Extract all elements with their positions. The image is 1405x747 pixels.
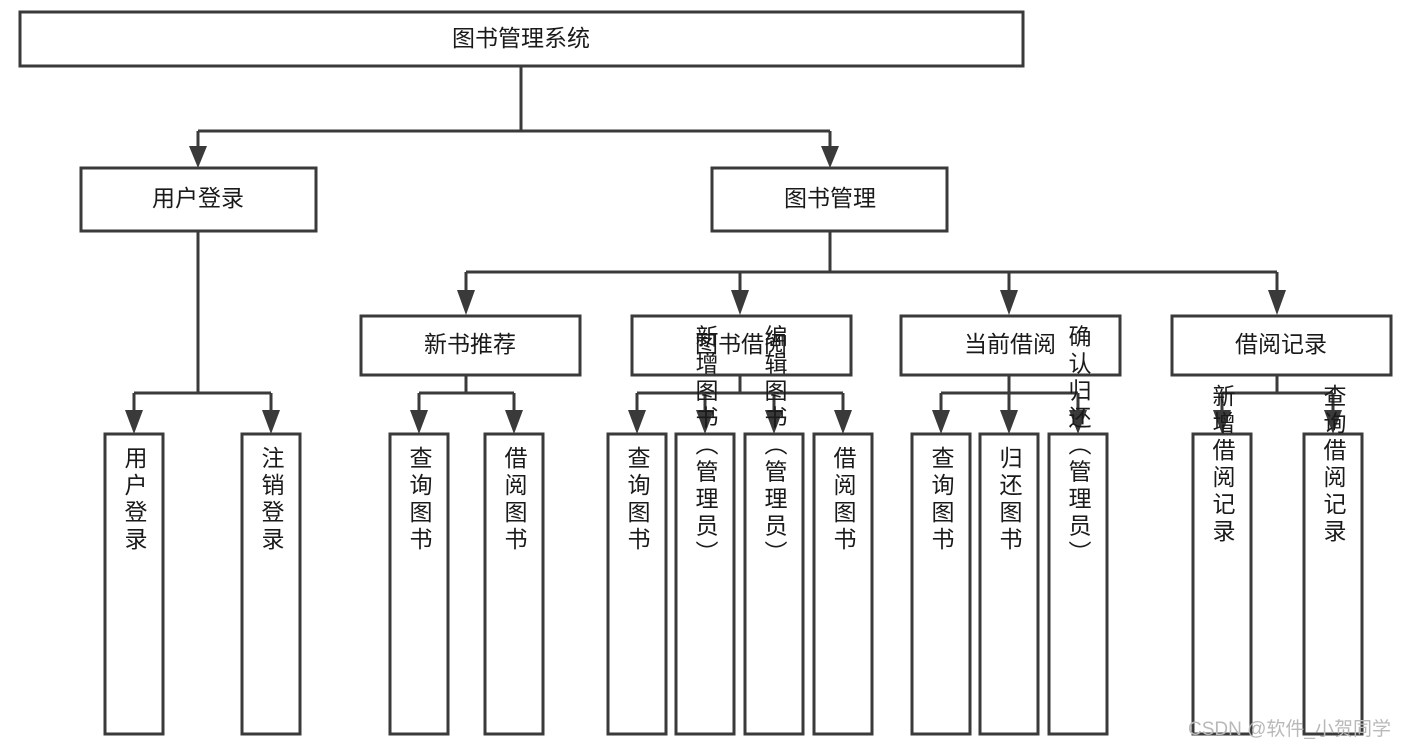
- node-new-book-recommend-label: 新书推荐: [424, 331, 516, 357]
- node-leaf-query-book-3[interactable]: 查询图书: [910, 432, 972, 736]
- arrowhead-bookmanage-to-bookborrow: [731, 290, 749, 315]
- node-leaf-confirm-return-label: 确认归还（管理员）: [1065, 325, 1092, 568]
- node-leaf-edit-book[interactable]: 编辑图书（管理员）: [743, 325, 805, 736]
- arrowhead-bookborrow-to-leaf1: [628, 410, 646, 434]
- node-root[interactable]: 图书管理系统: [18, 10, 1025, 68]
- node-leaf-edit-book-label: 编辑图书（管理员）: [761, 325, 788, 568]
- arrowhead-bookmanage-to-newbook: [457, 290, 475, 315]
- node-book-manage-box[interactable]: [710, 166, 949, 233]
- node-current-borrow[interactable]: 当前借阅: [899, 314, 1122, 377]
- node-new-book-recommend-box[interactable]: [359, 314, 582, 377]
- node-book-borrow[interactable]: 图书借阅: [630, 314, 853, 377]
- node-leaf-return-book[interactable]: 归还图书: [978, 432, 1040, 736]
- arrowhead-currentborrow-to-leaf1: [932, 410, 950, 434]
- node-leaf-query-record-box[interactable]: [1302, 432, 1364, 736]
- node-leaf-logout[interactable]: 注销登录: [240, 432, 302, 736]
- arrowhead-newbook-to-leaf2: [505, 410, 523, 434]
- arrowhead-userlogin-to-leaf2: [262, 410, 280, 434]
- node-leaf-query-book-2-label: 查询图书: [624, 446, 651, 554]
- arrowhead-bookborrow-to-leaf2: [696, 410, 714, 434]
- arrowhead-bookborrow-to-leaf4: [834, 410, 852, 434]
- connector-group-userlogin-to-leaves: [125, 231, 280, 434]
- node-leaf-logout-label: 注销登录: [258, 446, 285, 554]
- arrowhead-currentborrow-to-leaf2: [1000, 410, 1018, 434]
- node-leaf-edit-book-box[interactable]: [743, 432, 805, 736]
- node-new-book-recommend[interactable]: 新书推荐: [359, 314, 582, 377]
- node-leaf-query-book-1-box[interactable]: [388, 432, 450, 736]
- node-leaf-query-record-label: 查询借阅记录: [1320, 384, 1347, 546]
- arrowhead-bookborrow-to-leaf3: [765, 410, 783, 434]
- node-leaf-add-book[interactable]: 新增图书（管理员）: [674, 325, 736, 736]
- node-leaf-query-book-1[interactable]: 查询图书: [388, 432, 450, 736]
- node-book-borrow-label: 图书借阅: [695, 331, 787, 357]
- arrowhead-root-to-user-login: [189, 146, 207, 168]
- node-leaf-add-book-box[interactable]: [674, 432, 736, 736]
- arrowhead-root-to-book-manage: [821, 146, 839, 168]
- node-leaf-logout-box[interactable]: [240, 432, 302, 736]
- arrowhead-borrowrecord-to-leaf1: [1213, 410, 1231, 434]
- node-user-login[interactable]: 用户登录: [79, 166, 318, 233]
- arrowhead-borrowrecord-to-leaf2: [1324, 410, 1342, 434]
- node-leaf-borrow-book-2[interactable]: 借阅图书: [812, 432, 874, 736]
- node-leaf-query-book-2-box[interactable]: [606, 432, 668, 736]
- connector-group-borrowrecord-to-leaves: [1213, 375, 1342, 434]
- node-borrow-record-box[interactable]: [1170, 314, 1393, 377]
- node-leaf-user-login-box[interactable]: [103, 432, 165, 736]
- node-leaf-borrow-book-1[interactable]: 借阅图书: [483, 432, 545, 736]
- node-book-manage-label: 图书管理: [784, 185, 876, 211]
- node-leaf-confirm-return[interactable]: 确认归还（管理员）: [1047, 325, 1109, 736]
- node-leaf-return-book-box[interactable]: [978, 432, 1040, 736]
- node-leaf-add-record-box[interactable]: [1191, 432, 1253, 736]
- connector-group-currentborrow-to-leaves: [932, 375, 1087, 434]
- node-current-borrow-label: 当前借阅: [964, 331, 1056, 357]
- connector-group-bookborrow-to-leaves: [628, 375, 852, 434]
- node-leaf-query-book-2[interactable]: 查询图书: [606, 432, 668, 736]
- node-leaf-borrow-book-2-box[interactable]: [812, 432, 874, 736]
- node-root-label: 图书管理系统: [452, 25, 590, 51]
- node-root-box[interactable]: [18, 10, 1025, 68]
- connector-group-newbook-to-leaves: [410, 375, 523, 434]
- node-leaf-query-book-3-label: 查询图书: [928, 446, 955, 554]
- node-leaf-borrow-book-1-label: 借阅图书: [501, 446, 528, 554]
- node-leaf-user-login[interactable]: 用户登录: [103, 432, 165, 736]
- node-leaf-add-record-label: 新增借阅记录: [1209, 384, 1236, 546]
- node-leaf-borrow-book-2-label: 借阅图书: [830, 446, 857, 554]
- node-leaf-add-record[interactable]: 新增借阅记录: [1191, 384, 1253, 736]
- node-leaf-query-book-1-label: 查询图书: [406, 446, 433, 554]
- arrowhead-bookmanage-to-borrowrecord: [1268, 290, 1286, 315]
- arrowhead-userlogin-to-leaf1: [125, 410, 143, 434]
- node-book-manage[interactable]: 图书管理: [710, 166, 949, 233]
- node-borrow-record-label: 借阅记录: [1235, 331, 1327, 357]
- node-borrow-record[interactable]: 借阅记录: [1170, 314, 1393, 377]
- node-leaf-query-book-3-box[interactable]: [910, 432, 972, 736]
- node-leaf-return-book-label: 归还图书: [996, 446, 1023, 554]
- node-leaf-confirm-return-box[interactable]: [1047, 432, 1109, 736]
- node-user-login-label: 用户登录: [152, 185, 244, 211]
- node-leaf-user-login-label: 用户登录: [121, 446, 148, 554]
- arrowhead-currentborrow-to-leaf3: [1069, 410, 1087, 434]
- connector-group-root-to-level2: [189, 66, 839, 168]
- node-book-borrow-box[interactable]: [630, 314, 853, 377]
- node-current-borrow-box[interactable]: [899, 314, 1122, 377]
- connector-group-bookmanage-to-level3: [457, 231, 1286, 315]
- node-leaf-add-book-label: 新增图书（管理员）: [692, 325, 719, 568]
- node-leaf-borrow-book-1-box[interactable]: [483, 432, 545, 736]
- arrowhead-bookmanage-to-currentborrow: [1000, 290, 1018, 315]
- node-leaf-query-record[interactable]: 查询借阅记录: [1302, 384, 1364, 736]
- arrowhead-newbook-to-leaf1: [410, 410, 428, 434]
- node-user-login-box[interactable]: [79, 166, 318, 233]
